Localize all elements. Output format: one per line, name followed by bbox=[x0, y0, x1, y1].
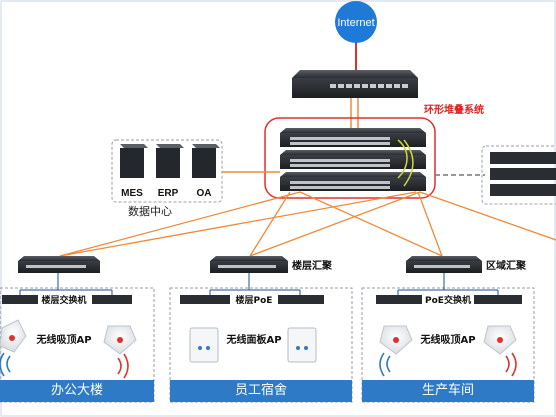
zone-box-dorm bbox=[169, 287, 353, 403]
zone-box-office bbox=[0, 287, 155, 403]
server-label-erp: ERP bbox=[158, 188, 179, 199]
ceiling-ap-office-icons bbox=[0, 319, 137, 355]
server-label-mes: MES bbox=[121, 188, 143, 199]
zone-name-dorm: 员工宿舍 bbox=[170, 380, 352, 402]
stack-label: 环形堆叠系统 bbox=[424, 103, 484, 116]
access-links bbox=[19, 273, 499, 295]
agg-label-dorm: 楼层汇聚 bbox=[292, 259, 333, 272]
core-router-icon bbox=[292, 70, 418, 98]
wifi-signal-icons-office bbox=[0, 352, 129, 379]
ceiling-ap-workshop-icons bbox=[379, 325, 517, 355]
right-server-icon bbox=[490, 152, 556, 196]
core-switch-stack-icon bbox=[280, 128, 426, 191]
datacenter-box bbox=[111, 139, 223, 203]
stack-ring bbox=[264, 117, 436, 199]
access-label-office: 楼层交换机 bbox=[41, 294, 86, 306]
internet-icon bbox=[335, 1, 377, 43]
access-label-dorm: 楼层PoE bbox=[236, 294, 273, 306]
zone-name-office: 办公大楼 bbox=[0, 380, 154, 402]
agg-switch-workshop-icon bbox=[406, 256, 482, 273]
ap-label-office: 无线吸顶AP bbox=[35, 333, 91, 346]
access-label-workshop: PoE交换机 bbox=[425, 294, 471, 306]
access-switches-icons bbox=[2, 295, 522, 304]
zone-name-workshop: 生产车间 bbox=[362, 380, 534, 402]
agg-label-workshop: 区域汇聚 bbox=[486, 259, 527, 272]
agg-switch-dorm-icon bbox=[210, 256, 288, 273]
datacenter-label: 数据中心 bbox=[128, 204, 172, 218]
wifi-signal-icons-workshop bbox=[379, 352, 517, 377]
right-device-box bbox=[481, 145, 556, 205]
ap-label-workshop: 无线吸顶AP bbox=[419, 333, 475, 346]
server-icons bbox=[120, 144, 220, 178]
uplink-lines bbox=[59, 191, 556, 257]
server-label-oa: OA bbox=[197, 188, 212, 199]
ap-label-dorm: 无线面板AP bbox=[225, 333, 281, 346]
panel-ap-dorm-icons bbox=[189, 327, 317, 363]
internet-label: Internet bbox=[337, 17, 374, 29]
zone-box-workshop bbox=[361, 287, 535, 403]
agg-switch-office-icon bbox=[18, 256, 100, 273]
